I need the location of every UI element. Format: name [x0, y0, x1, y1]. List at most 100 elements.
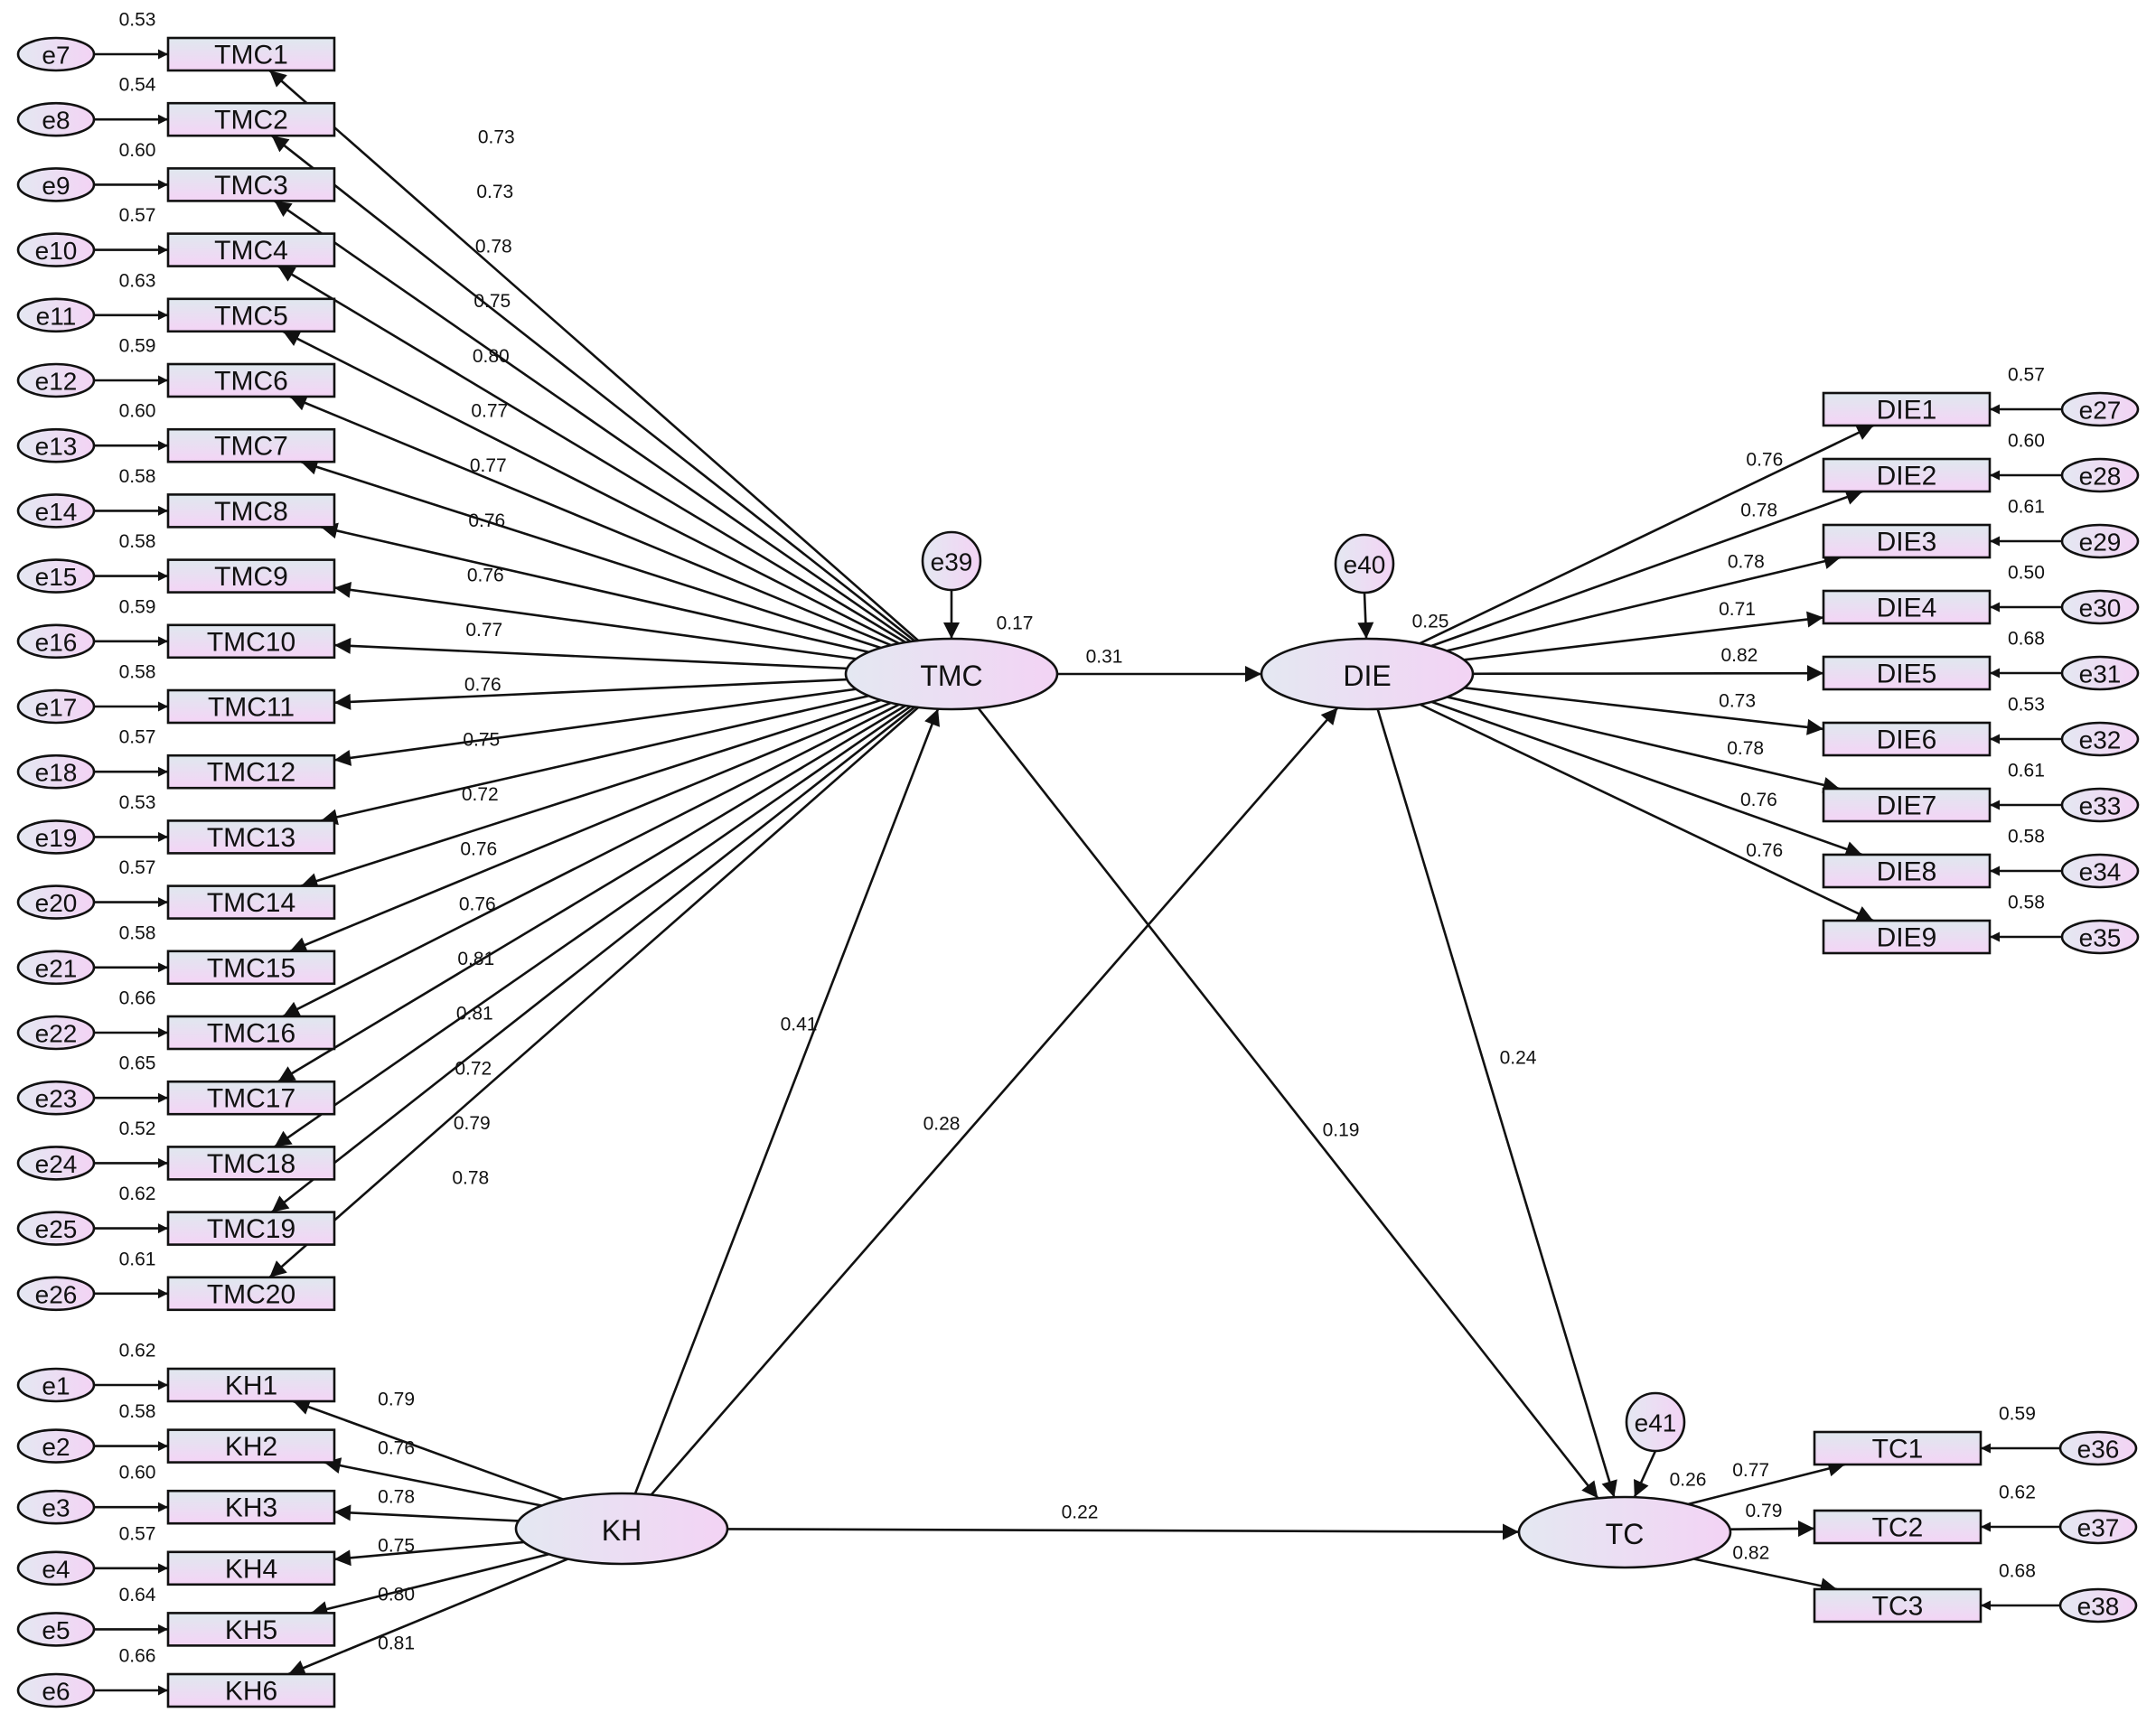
- error-e13-label: e13: [35, 433, 78, 461]
- error-e13-circle: [16, 427, 96, 463]
- latent-tc-label: TC: [1606, 1518, 1645, 1550]
- error-e32-circle: [2060, 721, 2140, 757]
- kh-kh1-loading-path: [292, 1399, 564, 1501]
- error-e22-circle: [16, 1015, 96, 1051]
- error-path-e41: [1633, 1450, 1657, 1498]
- tmc-tmc20-box: [166, 1276, 336, 1312]
- path-tmc-die-coef: 0.31: [1086, 647, 1123, 668]
- tc-tc2-box: [1813, 1509, 1983, 1545]
- tmc-tmc16-r2: 0.66: [119, 988, 156, 1009]
- error-e31-circle: [2060, 655, 2140, 691]
- path-kh-tc: [726, 1523, 1520, 1540]
- error-e30-circle: [2060, 589, 2140, 625]
- die-die5-loading-path: [1472, 665, 1824, 682]
- tmc-tmc1-loading-path: [268, 70, 920, 641]
- kh-kh6-label: KH6: [225, 1677, 277, 1707]
- die-die5-box: [1822, 655, 1992, 691]
- kh-kh2-r2: 0.58: [119, 1401, 156, 1422]
- tmc-tmc8-r2: 0.58: [119, 466, 156, 487]
- tmc-tmc9-r2: 0.58: [119, 531, 156, 552]
- tc-tc3-r2: 0.68: [1999, 1561, 2036, 1582]
- error-e23-label: e23: [35, 1085, 78, 1113]
- tmc-tmc17-r2: 0.65: [119, 1053, 156, 1074]
- tmc-tmc7-r2: 0.60: [119, 401, 156, 422]
- error-e6-circle: [16, 1672, 96, 1708]
- die-die1-r2: 0.57: [2008, 365, 2045, 386]
- die-die1-box: [1822, 391, 1992, 427]
- kh-kh4-r2: 0.57: [119, 1523, 156, 1544]
- die-die2-label: DIE2: [1877, 462, 1937, 491]
- tmc-tmc4-r2: 0.57: [119, 205, 156, 226]
- tmc-tmc7-loading-path: [300, 459, 882, 650]
- tmc-tmc20-r2: 0.61: [119, 1249, 156, 1269]
- latent-tc-r2: 0.26: [1670, 1470, 1707, 1491]
- kh-kh5-r2: 0.64: [119, 1585, 156, 1605]
- error-e20-label: e20: [35, 889, 78, 917]
- tmc-tmc4-label: TMC4: [214, 236, 288, 266]
- die-die2-box: [1822, 457, 1992, 493]
- tmc-tmc20-loading-path: [268, 707, 919, 1278]
- kh-kh2-loading: 0.76: [378, 1437, 415, 1458]
- error-e32-label: e32: [2079, 726, 2122, 754]
- die-die8-box: [1822, 853, 1992, 889]
- die-die1-loading-path: [1419, 424, 1874, 645]
- error-e6-label: e6: [42, 1678, 70, 1706]
- die-die9-r2: 0.58: [2008, 893, 2045, 913]
- error-e2-circle: [16, 1428, 96, 1464]
- tmc-tmc10-loading-path: [333, 637, 848, 670]
- tmc-tmc3-loading-path: [274, 200, 912, 643]
- tc-tc3-loading-path: [1693, 1558, 1838, 1595]
- error-e40-label: e40: [1344, 551, 1386, 579]
- error-e25-circle: [16, 1211, 96, 1246]
- error-e29-circle: [2060, 523, 2140, 559]
- tmc-tmc12-loading: 0.75: [463, 729, 500, 750]
- error-e26-circle: [16, 1276, 96, 1312]
- tmc-tmc12-loading-path: [333, 688, 857, 766]
- kh-kh4-loading-path: [333, 1540, 524, 1567]
- die-die6-box: [1822, 721, 1992, 757]
- error-e11-label: e11: [36, 302, 77, 330]
- tmc-tmc3-loading: 0.78: [475, 237, 512, 257]
- error-e39-circle: [921, 530, 982, 592]
- tmc-tmc3-label: TMC3: [214, 171, 288, 201]
- tmc-tmc16-box: [166, 1015, 336, 1051]
- error-e35-label: e35: [2079, 924, 2122, 952]
- tmc-tmc20-loading: 0.78: [452, 1168, 489, 1189]
- error-e5-label: e5: [42, 1616, 70, 1644]
- tmc-tmc6-loading: 0.77: [471, 401, 508, 422]
- tmc-tmc5-loading-path: [282, 330, 900, 645]
- kh-kh3-loading-path: [333, 1504, 519, 1522]
- kh-kh6-loading-path: [287, 1558, 568, 1676]
- error-e16-label: e16: [35, 628, 78, 656]
- tmc-tmc11-box: [166, 688, 336, 725]
- error-e1-circle: [16, 1367, 96, 1403]
- tmc-tmc6-loading-path: [289, 395, 892, 647]
- die-die7-loading: 0.78: [1727, 738, 1764, 759]
- tmc-tmc4-loading-path: [277, 265, 906, 644]
- tc-tc1-loading: 0.77: [1732, 1460, 1769, 1481]
- error-e30-label: e30: [2079, 594, 2122, 622]
- tc-tc1-box: [1813, 1430, 1983, 1466]
- path-kh-tmc: [633, 708, 940, 1494]
- error-e35-circle: [2060, 919, 2140, 955]
- kh-kh5-label: KH5: [225, 1615, 277, 1645]
- tc-tc3-label: TC3: [1872, 1592, 1924, 1622]
- error-e29-label: e29: [2079, 529, 2122, 557]
- die-die7-r2: 0.61: [2008, 761, 2045, 781]
- error-e41-circle: [1625, 1391, 1686, 1453]
- tmc-tmc10-r2: 0.59: [119, 596, 156, 617]
- latent-kh-label: KH: [602, 1514, 642, 1547]
- tmc-tmc19-loading-path: [270, 706, 916, 1213]
- error-e18-label: e18: [35, 759, 78, 787]
- die-die8-label: DIE8: [1877, 857, 1937, 887]
- tmc-tmc18-r2: 0.52: [119, 1118, 156, 1139]
- die-die6-r2: 0.53: [2008, 695, 2045, 716]
- error-e14-label: e14: [35, 498, 78, 526]
- tc-tc3-box: [1813, 1587, 1983, 1624]
- tmc-tmc12-r2: 0.57: [119, 727, 156, 748]
- tmc-tmc11-r2: 0.58: [119, 662, 156, 683]
- die-die5-label: DIE5: [1877, 660, 1937, 689]
- path-kh-die: [650, 707, 1339, 1496]
- tmc-tmc19-box: [166, 1211, 336, 1246]
- kh-kh6-box: [166, 1672, 336, 1708]
